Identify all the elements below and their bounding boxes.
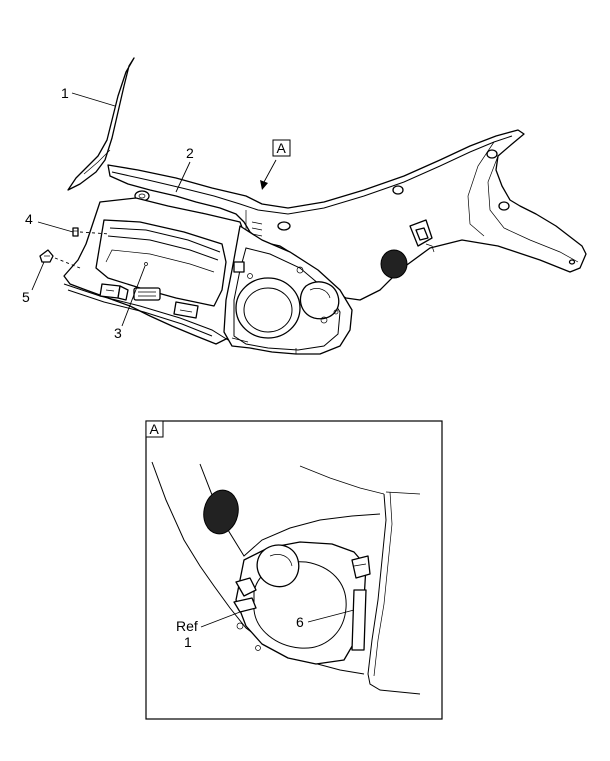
- part-1-side-panel: [67, 57, 135, 191]
- leader-5: [31, 261, 45, 291]
- part-3-storage-tray: [95, 219, 227, 307]
- view-a-box: [272, 139, 291, 157]
- main-callouts: 1 2 4 5 3: [22, 85, 194, 341]
- detail-callout-ref-1: 1: [184, 634, 192, 650]
- detail-leader-ref: [200, 611, 241, 628]
- callout-4: 4: [25, 211, 33, 227]
- detail-speaker-grille: [203, 489, 239, 535]
- leader-1: [71, 92, 116, 107]
- main-assembly-view: [39, 57, 587, 355]
- callout-5: 5: [22, 289, 30, 305]
- view-a-indicator: A: [260, 139, 291, 190]
- detail-a-box: [145, 420, 164, 438]
- detail-a-letter: A: [150, 421, 160, 437]
- leader-4: [37, 221, 74, 233]
- speaker-grille: [380, 249, 408, 279]
- callout-1: 1: [61, 85, 69, 101]
- callout-2: 2: [186, 145, 194, 161]
- callout-3: 3: [114, 325, 122, 341]
- detail-callout-ref: Ref: [176, 618, 198, 634]
- leader-2: [175, 161, 191, 193]
- detail-view-a: A Ref 1 6: [145, 420, 443, 720]
- detail-callout-6: 6: [296, 614, 304, 630]
- leader-3: [121, 265, 146, 327]
- detail-leader-6: [307, 609, 355, 623]
- part-4-screw: [72, 227, 79, 237]
- detail-part-6-pad: [351, 589, 367, 651]
- part-2-upper-trim: [107, 129, 587, 301]
- view-a-letter: A: [277, 140, 287, 156]
